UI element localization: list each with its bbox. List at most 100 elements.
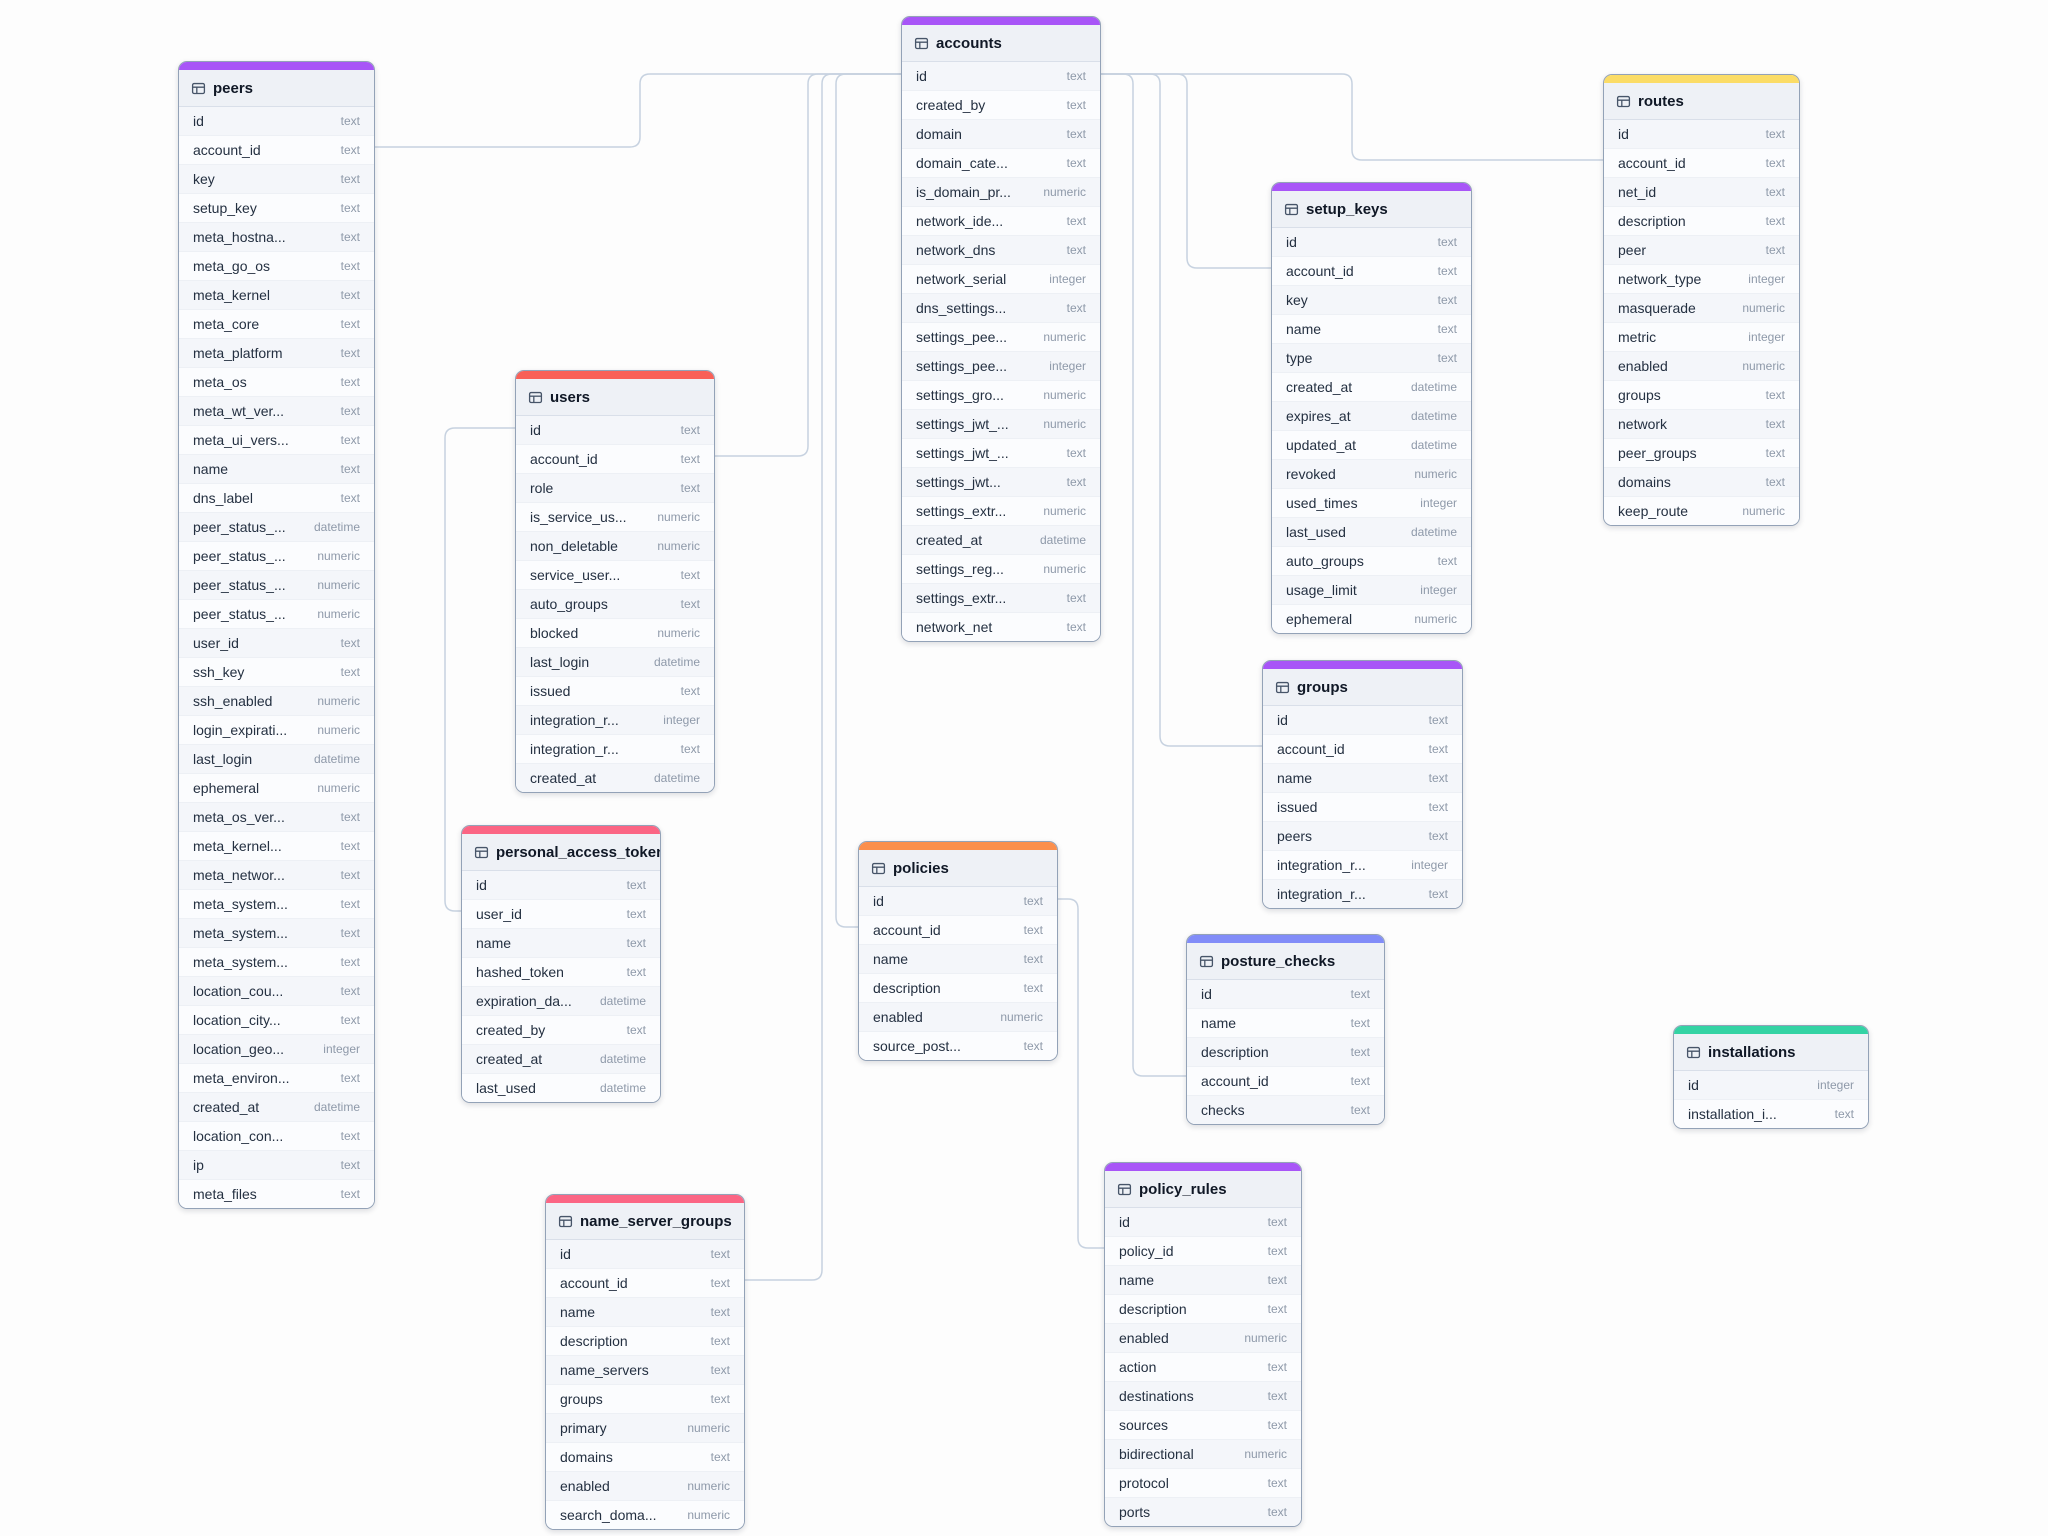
table-header[interactable]: accounts xyxy=(902,25,1100,62)
field-row[interactable]: dns_label text xyxy=(179,484,374,513)
field-row[interactable]: enabled numeric xyxy=(1105,1324,1301,1353)
field-row[interactable]: key text xyxy=(1272,286,1471,315)
field-row[interactable]: location_city... text xyxy=(179,1006,374,1035)
table-header[interactable]: policies xyxy=(859,850,1057,887)
field-row[interactable]: account_id text xyxy=(859,916,1057,945)
field-row[interactable]: created_at datetime xyxy=(179,1093,374,1122)
field-row[interactable]: created_at datetime xyxy=(516,764,714,792)
field-row[interactable]: auto_groups text xyxy=(516,590,714,619)
field-row[interactable]: meta_system... text xyxy=(179,948,374,977)
field-row[interactable]: meta_ui_vers... text xyxy=(179,426,374,455)
field-row[interactable]: destinations text xyxy=(1105,1382,1301,1411)
field-row[interactable]: integration_r... integer xyxy=(516,706,714,735)
field-row[interactable]: user_id text xyxy=(179,629,374,658)
field-row[interactable]: name text xyxy=(546,1298,744,1327)
table-routes[interactable]: routes id text account_id text net_id te… xyxy=(1603,74,1800,526)
table-header[interactable]: setup_keys xyxy=(1272,191,1471,228)
field-row[interactable]: non_deletable numeric xyxy=(516,532,714,561)
field-row[interactable]: meta_core text xyxy=(179,310,374,339)
field-row[interactable]: domains text xyxy=(546,1443,744,1472)
field-row[interactable]: keep_route numeric xyxy=(1604,497,1799,525)
field-row[interactable]: net_id text xyxy=(1604,178,1799,207)
field-row[interactable]: peers text xyxy=(1263,822,1462,851)
field-row[interactable]: user_id text xyxy=(462,900,660,929)
field-row[interactable]: is_domain_pr... numeric xyxy=(902,178,1100,207)
field-row[interactable]: issued text xyxy=(516,677,714,706)
field-row[interactable]: last_used datetime xyxy=(462,1074,660,1102)
field-row[interactable]: dns_settings... text xyxy=(902,294,1100,323)
field-row[interactable]: id text xyxy=(1604,120,1799,149)
field-row[interactable]: settings_pee... integer xyxy=(902,352,1100,381)
field-row[interactable]: peer_status_... numeric xyxy=(179,600,374,629)
table-header[interactable]: installations xyxy=(1674,1034,1868,1071)
field-row[interactable]: description text xyxy=(1604,207,1799,236)
field-row[interactable]: network_ide... text xyxy=(902,207,1100,236)
field-row[interactable]: ephemeral numeric xyxy=(1272,605,1471,633)
field-row[interactable]: domain_cate... text xyxy=(902,149,1100,178)
table-header[interactable]: users xyxy=(516,379,714,416)
field-row[interactable]: installation_i... text xyxy=(1674,1100,1868,1128)
field-row[interactable]: account_id text xyxy=(1604,149,1799,178)
field-row[interactable]: id integer xyxy=(1674,1071,1868,1100)
field-row[interactable]: setup_key text xyxy=(179,194,374,223)
field-row[interactable]: id text xyxy=(179,107,374,136)
field-row[interactable]: integration_r... text xyxy=(516,735,714,764)
field-row[interactable]: issued text xyxy=(1263,793,1462,822)
field-row[interactable]: id text xyxy=(462,871,660,900)
field-row[interactable]: type text xyxy=(1272,344,1471,373)
field-row[interactable]: used_times integer xyxy=(1272,489,1471,518)
field-row[interactable]: account_id text xyxy=(516,445,714,474)
field-row[interactable]: primary numeric xyxy=(546,1414,744,1443)
field-row[interactable]: meta_system... text xyxy=(179,919,374,948)
field-row[interactable]: created_at datetime xyxy=(462,1045,660,1074)
field-row[interactable]: settings_gro... numeric xyxy=(902,381,1100,410)
field-row[interactable]: role text xyxy=(516,474,714,503)
field-row[interactable]: account_id text xyxy=(1272,257,1471,286)
field-row[interactable]: meta_environ... text xyxy=(179,1064,374,1093)
field-row[interactable]: meta_networ... text xyxy=(179,861,374,890)
field-row[interactable]: expiration_da... datetime xyxy=(462,987,660,1016)
field-row[interactable]: last_login datetime xyxy=(179,745,374,774)
field-row[interactable]: settings_jwt... text xyxy=(902,468,1100,497)
field-row[interactable]: id text xyxy=(1187,980,1384,1009)
table-header[interactable]: name_server_groups xyxy=(546,1203,744,1240)
field-row[interactable]: bidirectional numeric xyxy=(1105,1440,1301,1469)
field-row[interactable]: last_used datetime xyxy=(1272,518,1471,547)
field-row[interactable]: ssh_key text xyxy=(179,658,374,687)
field-row[interactable]: id text xyxy=(859,887,1057,916)
field-row[interactable]: name_servers text xyxy=(546,1356,744,1385)
table-personal_access_tokens[interactable]: personal_access_tokens id text user_id t… xyxy=(461,825,661,1103)
field-row[interactable]: peer_groups text xyxy=(1604,439,1799,468)
field-row[interactable]: domains text xyxy=(1604,468,1799,497)
field-row[interactable]: created_at datetime xyxy=(902,526,1100,555)
table-policies[interactable]: policies id text account_id text name te… xyxy=(858,841,1058,1061)
table-header[interactable]: peers xyxy=(179,70,374,107)
field-row[interactable]: meta_wt_ver... text xyxy=(179,397,374,426)
field-row[interactable]: description text xyxy=(859,974,1057,1003)
field-row[interactable]: settings_extr... text xyxy=(902,584,1100,613)
table-installations[interactable]: installations id integer installation_i.… xyxy=(1673,1025,1869,1129)
field-row[interactable]: integration_r... text xyxy=(1263,880,1462,908)
table-name_server_groups[interactable]: name_server_groups id text account_id te… xyxy=(545,1194,745,1530)
field-row[interactable]: meta_kernel... text xyxy=(179,832,374,861)
field-row[interactable]: policy_id text xyxy=(1105,1237,1301,1266)
field-row[interactable]: ports text xyxy=(1105,1498,1301,1526)
field-row[interactable]: hashed_token text xyxy=(462,958,660,987)
field-row[interactable]: checks text xyxy=(1187,1096,1384,1124)
field-row[interactable]: id text xyxy=(1263,706,1462,735)
field-row[interactable]: service_user... text xyxy=(516,561,714,590)
table-header[interactable]: posture_checks xyxy=(1187,943,1384,980)
field-row[interactable]: name text xyxy=(1263,764,1462,793)
field-row[interactable]: ssh_enabled numeric xyxy=(179,687,374,716)
field-row[interactable]: description text xyxy=(546,1327,744,1356)
field-row[interactable]: network_serial integer xyxy=(902,265,1100,294)
field-row[interactable]: peer_status_... numeric xyxy=(179,571,374,600)
field-row[interactable]: network_net text xyxy=(902,613,1100,641)
field-row[interactable]: name text xyxy=(462,929,660,958)
field-row[interactable]: enabled numeric xyxy=(1604,352,1799,381)
field-row[interactable]: login_expirati... numeric xyxy=(179,716,374,745)
field-row[interactable]: ip text xyxy=(179,1151,374,1180)
field-row[interactable]: metric integer xyxy=(1604,323,1799,352)
field-row[interactable]: name text xyxy=(1272,315,1471,344)
